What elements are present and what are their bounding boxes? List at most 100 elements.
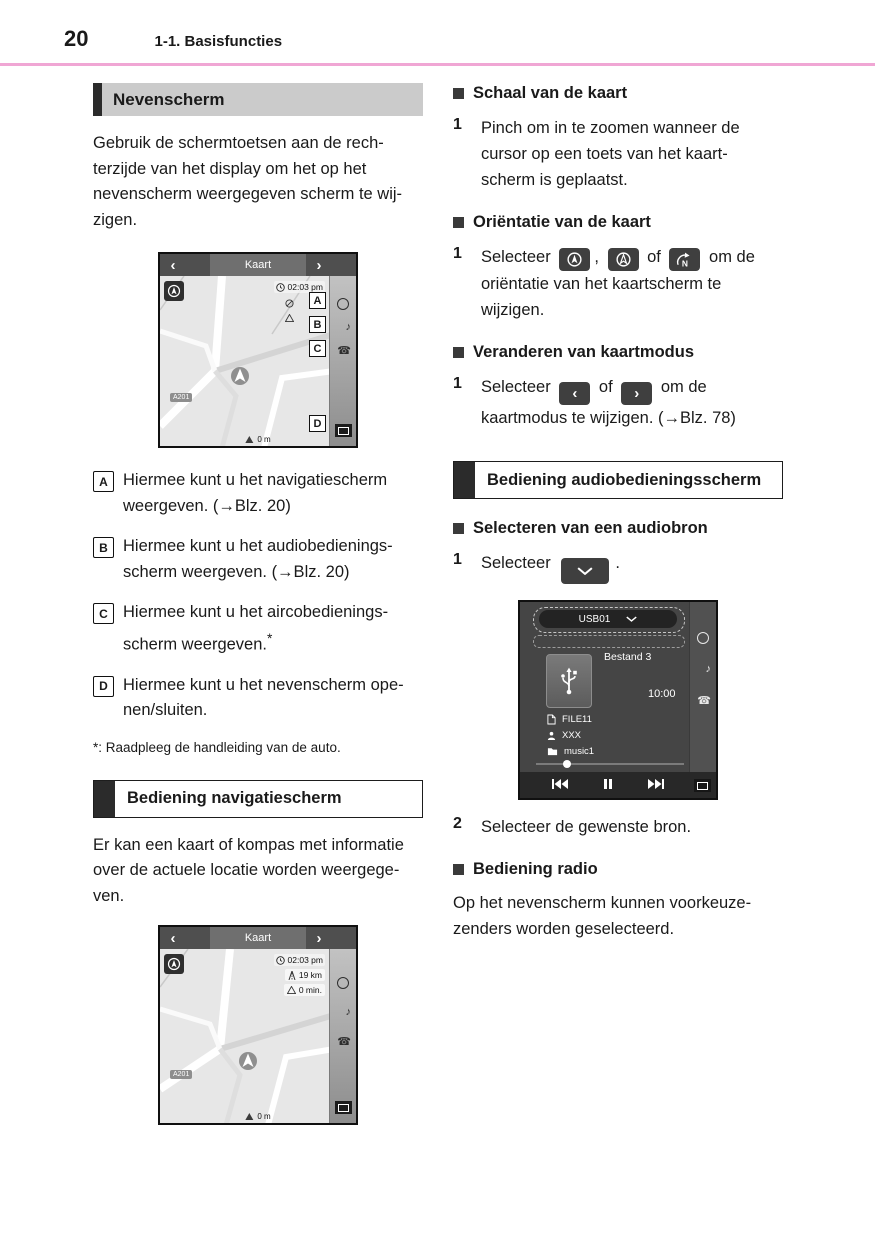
key-badge-b: B [93,537,114,558]
square-bullet-icon [453,864,464,875]
orientation-3d-button: N [669,248,701,271]
map-mode-prev-button: ‹ [559,382,591,405]
map-scale: 0 m [245,1112,271,1121]
heading-accent-bar [93,83,102,116]
radio-paragraph: Op het nevenscherm kunnen voorkeuze- zen… [453,894,752,938]
audio-sidebar: ♪ ☎ [689,602,716,772]
heading-bediening-radio: Bediening radio [453,860,783,879]
list-item-d-text: Hiermee kunt u het nevenscherm ope- nen/… [123,675,404,720]
list-item-b: B Hiermee kunt u het audiobedienings- sc… [93,534,423,585]
map-sidebar: ♪ ☎ [329,949,356,1123]
track-label: Bestand 3 [604,651,652,663]
source-dropdown: USB01 [539,610,677,628]
list-item-a: A Hiermee kunt u het navigatiescherm wee… [93,468,423,519]
step-source-1: 1 Selecteer . [453,550,783,584]
current-location-button [164,954,184,974]
map-title: Kaart [210,927,306,949]
heading-nevenscherm: Nevenscherm [93,83,423,116]
map-prev-icon: ‹ [170,256,176,274]
intro-paragraph: Gebruik de schermtoetsen aan de rech- te… [93,134,403,229]
heading-bediening-navigatiescherm: Bediening navigatiescherm [93,779,423,818]
key-badge-b-on-screen: B [309,316,326,333]
mute-icon [285,296,294,312]
header-rule [0,63,875,66]
map-titlebar: ‹ Kaart › [160,254,356,276]
map-mode-next-button: › [621,382,653,405]
map-prev-icon: ‹ [170,929,176,947]
pause-icon [604,776,612,794]
page-number: 20 [64,26,89,51]
right-column: Schaal van de kaart 1 Pinch om in te zoo… [453,80,783,1125]
list-item-c-text: Hiermee kunt u het aircobedienings- sche… [123,603,389,653]
usb-icon [546,654,592,708]
square-bullet-icon [453,217,464,228]
heading-selecteren-audiobron: Selecteren van een audiobron [453,519,783,538]
square-bullet-icon [453,88,464,99]
map-sidebar: ♪ ☎ [329,276,356,446]
display-button [335,424,352,437]
compass-needle-icon [245,436,254,443]
heading-bediening-navigatiescherm-label: Bediening navigatiescherm [127,789,342,807]
key-badge-c: C [93,603,114,624]
warning-icon [286,986,296,994]
map-screenshot-2: ‹ Kaart › [158,925,358,1125]
map-next-icon: › [316,929,322,947]
distance-readout: 19 km [284,969,325,981]
phone-icon: ☎ [337,1036,351,1048]
heading-veranderen-van-kaartmodus: Veranderen van kaartmodus [453,343,783,362]
nav-paragraph: Er kan een kaart of kompas met informati… [93,835,404,905]
svg-text:N: N [682,258,688,268]
playback-controls [520,772,716,798]
folder-row: music1 [547,746,594,757]
square-bullet-icon [453,347,464,358]
folder-icon [547,748,558,756]
page-body: Nevenscherm Gebruik de schermtoetsen aan… [0,66,875,1125]
music-note-icon: ♪ [705,663,712,675]
page-header: 20 1-1. Basisfuncties [0,0,875,52]
step-source-2: 2 Selecteer de gewenste bron. [453,815,692,836]
step-mode-1: 1 Selecteer ‹ of › om de kaartmodus te w… [453,375,736,427]
footnote-marker: * [266,630,273,646]
left-column: Nevenscherm Gebruik de schermtoetsen aan… [93,80,423,1125]
list-item-b-text: Hiermee kunt u het audiobedienings- sche… [123,537,393,581]
chevron-down-icon [626,616,638,622]
duration-readout: 0 min. [283,984,325,996]
heading-orientatie-van-de-kaart: Oriëntatie van de kaart [453,213,783,232]
music-note-icon: ♪ [345,321,352,333]
list-item-d: D Hiermee kunt u het nevenscherm ope- ne… [93,673,423,724]
route-icon [288,970,296,980]
key-badge-d: D [93,675,114,697]
artist-row: XXX [547,730,581,741]
source-select-button [561,558,610,584]
heading-accent-block [454,462,475,498]
list-item-c: C Hiermee kunt u het aircobedienings- sc… [93,600,423,658]
person-icon [547,731,556,740]
display-button [335,1101,352,1114]
square-bullet-icon [453,523,464,534]
key-badge-c-on-screen: C [309,340,326,357]
previous-track-icon [552,776,568,794]
key-badge-a: A [93,471,114,492]
phone-icon: ☎ [697,695,711,707]
key-badge-d-on-screen: D [309,415,326,432]
map-screenshot-1: ‹ Kaart › [158,252,358,448]
orientation-heading-up-button [559,248,591,271]
circle-icon [337,977,349,989]
file-icon [547,714,556,725]
focus-outline [533,607,685,633]
heading-schaal-van-de-kaart: Schaal van de kaart [453,84,783,103]
circle-icon [337,298,349,310]
footnote: *: Raadpleeg de handleiding van de auto. [93,739,341,755]
clock-readout: 02:03 pm [273,281,325,293]
list-item-a-text: Hiermee kunt u het navigatiescherm weerg… [123,471,388,515]
music-note-icon: ♪ [345,1006,352,1018]
map-next-icon: › [316,256,322,274]
key-badge-a-on-screen: A [309,292,326,309]
current-location-button [164,281,184,301]
clock-icon [275,282,285,292]
next-track-icon [648,776,664,794]
road-number-badge: A201 [170,1070,193,1079]
chapter-title: 1-1. Basisfuncties [154,33,283,50]
heading-nevenscherm-label: Nevenscherm [113,89,225,109]
step-scale-1: 1 Pinch om in te zoomen wanneer de curso… [453,116,740,189]
